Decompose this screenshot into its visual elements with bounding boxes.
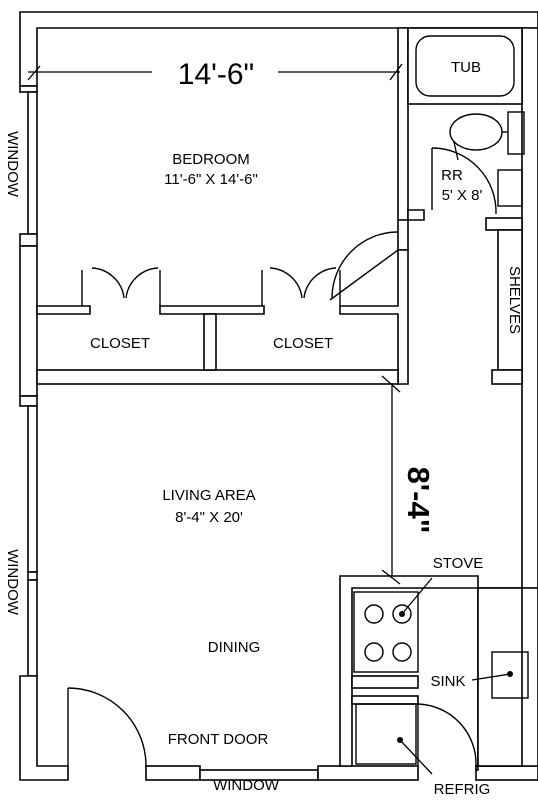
shelves-label: SHELVES <box>506 266 523 334</box>
front-door-label: FRONT DOOR <box>168 731 269 748</box>
tub-label: TUB <box>451 59 481 76</box>
rr-leader <box>453 141 459 161</box>
bedroom-size: 11'-6" X 14'-6" <box>164 171 258 188</box>
stove-label: STOVE <box>433 555 484 572</box>
width-dimension-label: 14'-6" <box>178 58 254 91</box>
dimension-height <box>381 375 401 585</box>
closet-2-label: CLOSET <box>273 335 333 352</box>
living-area-size: 8'-4" X 20' <box>175 509 243 526</box>
living-area-name: LIVING AREA <box>162 487 255 504</box>
left-window-bottom <box>27 405 38 677</box>
refrigerator <box>355 703 433 775</box>
window-left-bottom-label: WINDOW <box>4 549 21 616</box>
height-dimension-label: 8'-4" <box>401 467 436 534</box>
vanity <box>497 169 523 207</box>
shelves <box>491 229 523 385</box>
stove <box>353 577 433 673</box>
dimension-width <box>27 63 403 81</box>
sink-label: SINK <box>430 673 465 690</box>
bedroom-name: BEDROOM <box>172 151 250 168</box>
sink <box>471 651 529 699</box>
left-window-top <box>27 91 38 235</box>
window-left-top-label: WINDOW <box>4 131 21 198</box>
outer-walls <box>19 11 538 781</box>
interior-walls <box>36 27 523 767</box>
closet-1-label: CLOSET <box>90 335 150 352</box>
window-bottom-label: WINDOW <box>213 777 280 794</box>
bathtub <box>407 27 523 105</box>
rr-size: 5' X 8' <box>442 187 483 204</box>
dining-label: DINING <box>208 639 261 656</box>
refrig-label: REFRIG <box>434 781 491 798</box>
doors <box>67 147 497 767</box>
toilet <box>449 111 525 155</box>
rr-name: RR <box>441 167 463 184</box>
